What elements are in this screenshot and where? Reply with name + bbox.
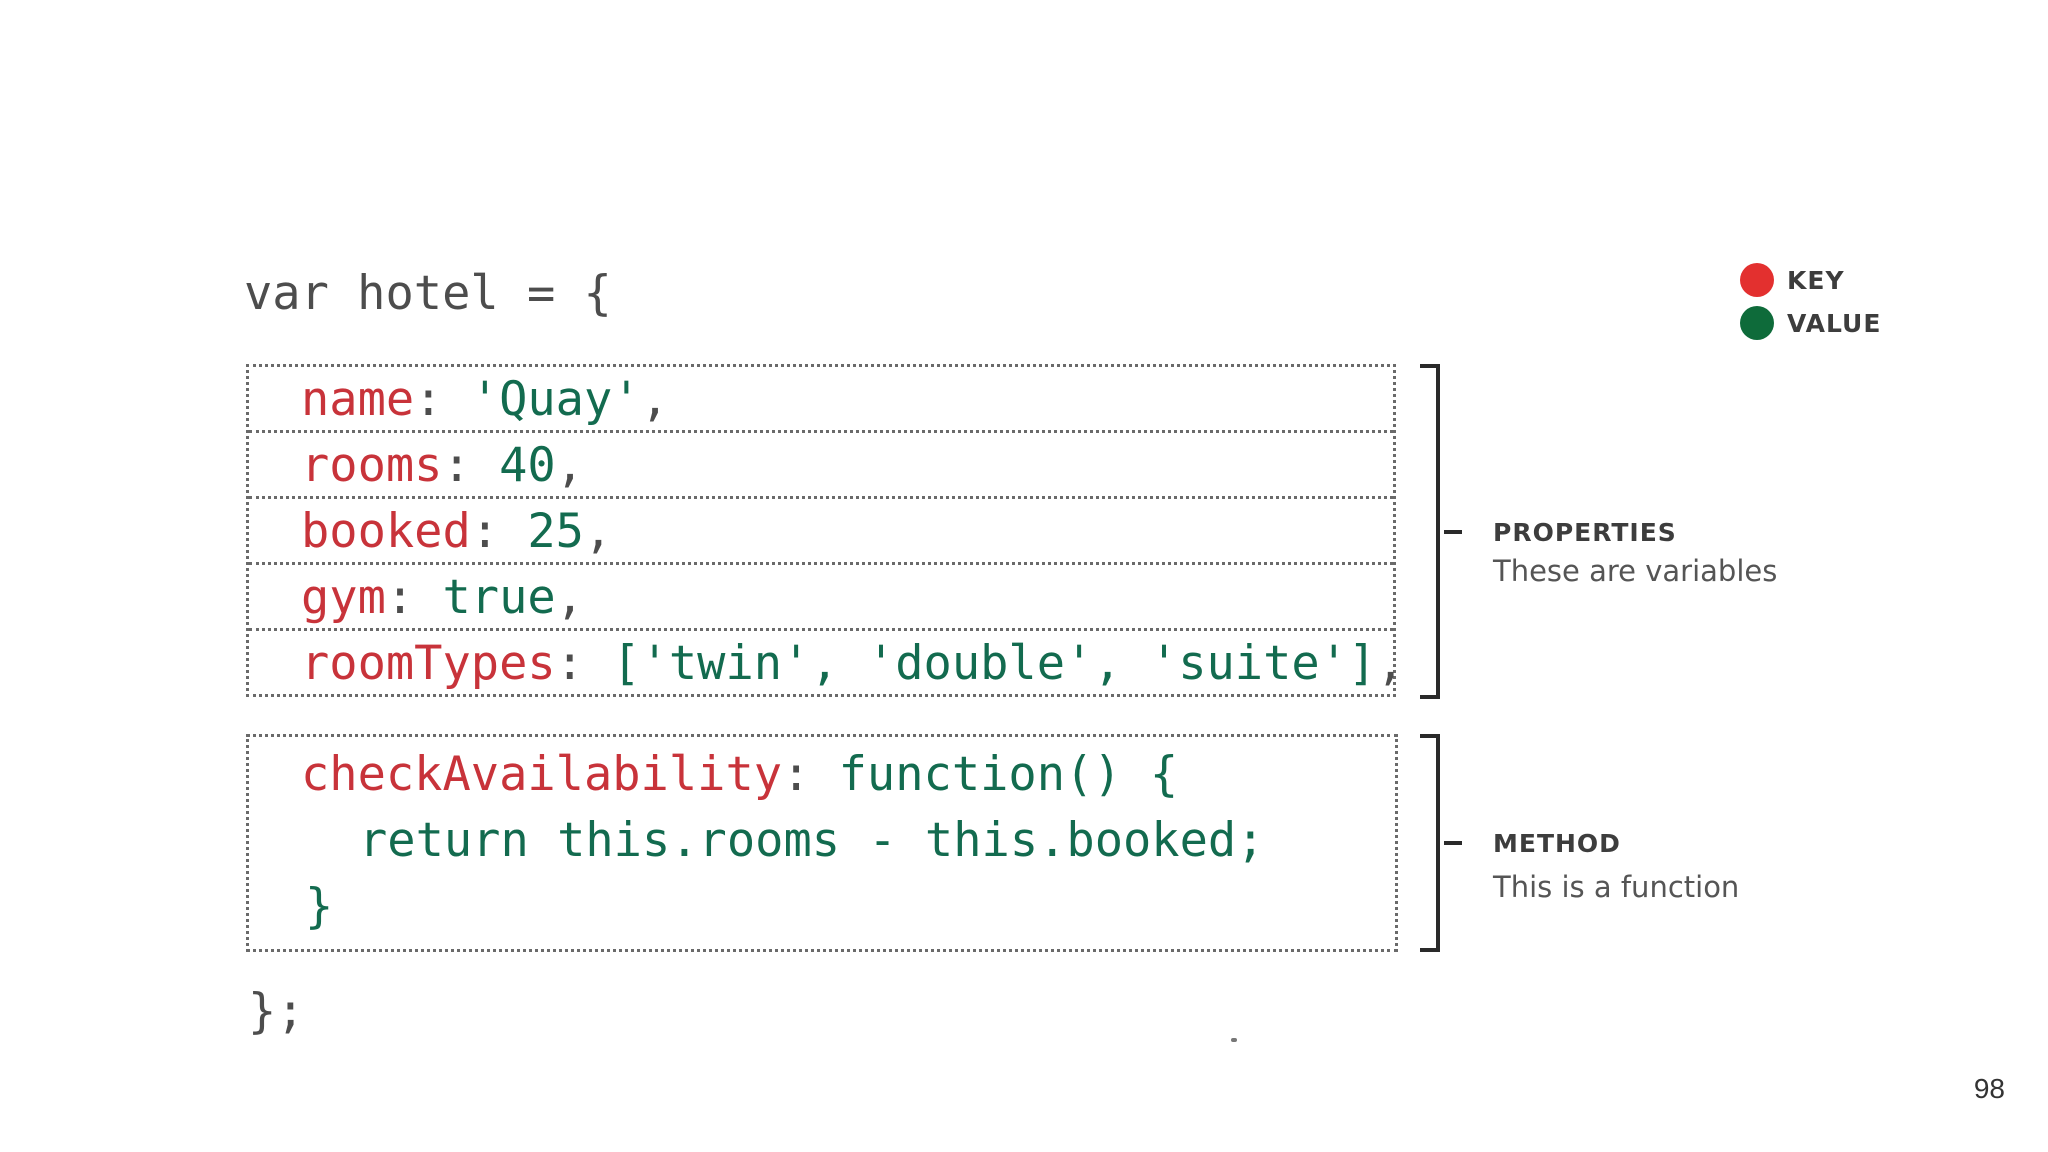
key-legend-dot [1740, 263, 1774, 297]
method-title: METHOD [1493, 829, 1621, 858]
method-key: checkAvailability [301, 747, 783, 802]
property-comma: , [1376, 636, 1405, 691]
method-bracket-tick [1444, 841, 1462, 845]
property-value: true [442, 570, 556, 625]
method-signature: function() { [838, 747, 1179, 802]
property-separator: : [555, 636, 613, 691]
property-key: name [301, 372, 415, 427]
property-key: booked [301, 504, 471, 559]
properties-title: PROPERTIES [1493, 518, 1677, 547]
property-separator: : [442, 438, 500, 493]
speck-mark [1231, 1038, 1237, 1042]
method-body-line: return this.rooms - this.booked; [359, 813, 1265, 868]
property-separator: : [470, 504, 528, 559]
properties-box: name: 'Quay', rooms: 40, booked: 25, gym… [246, 364, 1405, 697]
properties-bracket-tick [1444, 530, 1462, 534]
property-row-rooms: rooms: 40, [249, 433, 1393, 499]
property-value: 25 [527, 504, 584, 559]
property-value: 40 [499, 438, 556, 493]
page-number: 98 [1973, 1073, 2005, 1104]
code-open-line: var hotel = { [244, 266, 612, 321]
property-row-roomtypes: roomTypes: ['twin', 'double', 'suite'], [249, 631, 1405, 697]
method-signature-line: checkAvailability: function() { [301, 751, 1178, 798]
method-description: This is a function [1493, 870, 1740, 904]
property-row-name: name: 'Quay', [249, 367, 1393, 433]
property-value: 'Quay' [470, 372, 641, 427]
property-row-gym: gym: true, [249, 565, 1393, 631]
value-legend-label: VALUE [1787, 309, 1882, 338]
property-comma: , [583, 504, 613, 559]
value-legend-dot [1740, 306, 1774, 340]
property-comma: , [640, 372, 669, 427]
property-value: ['twin', 'double', 'suite'] [612, 636, 1377, 691]
property-separator: : [414, 372, 471, 427]
properties-description: These are variables [1493, 554, 1778, 588]
method-bracket [1420, 734, 1440, 952]
property-separator: : [385, 570, 443, 625]
property-key: rooms [301, 438, 443, 493]
key-legend-label: KEY [1787, 266, 1845, 295]
properties-bracket [1420, 364, 1440, 699]
property-comma: , [555, 570, 584, 625]
property-comma: , [555, 438, 584, 493]
method-separator: : [782, 747, 839, 802]
code-close-line: }; [248, 984, 305, 1039]
property-row-booked: booked: 25, [249, 499, 1393, 565]
method-box: checkAvailability: function() { return t… [246, 734, 1398, 952]
property-key: gym [301, 570, 386, 625]
method-closing-brace: } [305, 879, 334, 934]
property-key: roomTypes [301, 636, 556, 691]
